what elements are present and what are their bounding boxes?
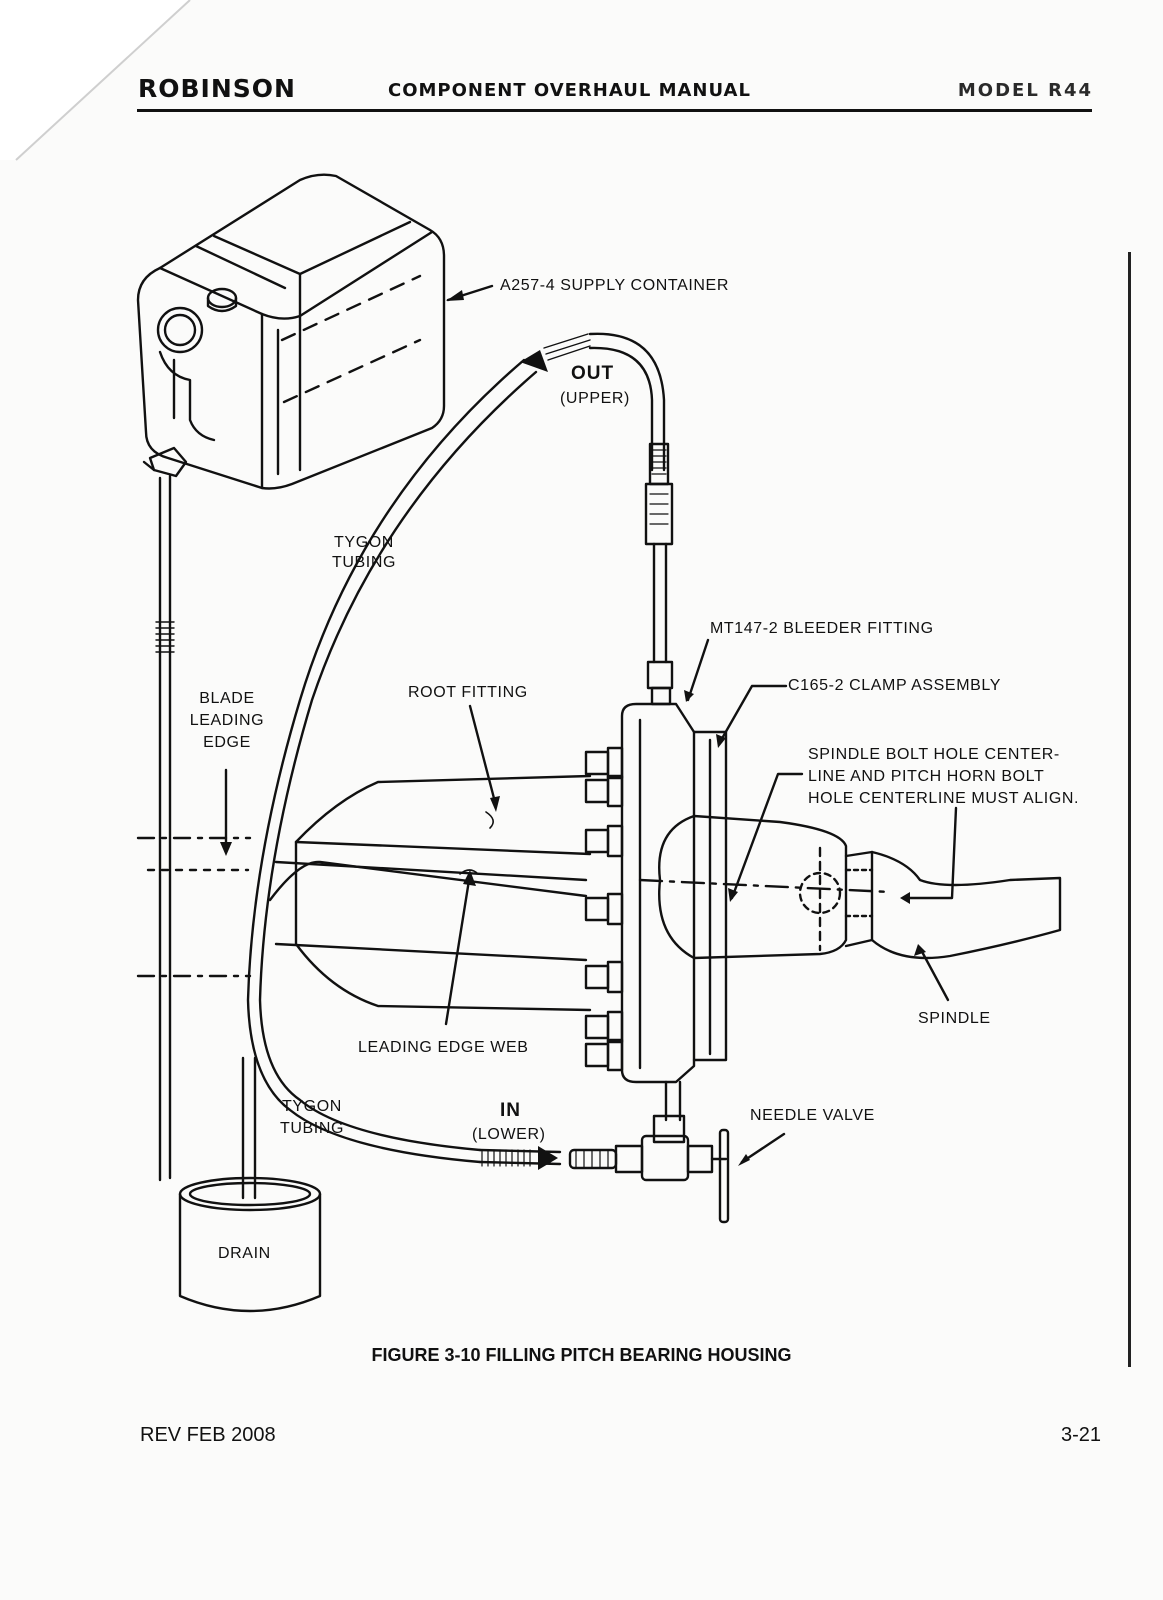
label-bleeder-fitting: MT147-2 BLEEDER FITTING [710,620,934,637]
revision-bar [1128,252,1131,1367]
label-tygon-lower-1: TYGON [282,1098,342,1115]
figure-caption: FIGURE 3-10 FILLING PITCH BEARING HOUSIN… [371,1345,792,1365]
tygon-tube-outer [588,332,666,472]
label-leading-edge-web: LEADING EDGE WEB [358,1039,529,1056]
header-title: COMPONENT OVERHAUL MANUAL [388,80,751,101]
label-out: OUT [571,363,615,384]
label-blade-3: EDGE [203,734,251,751]
label-spindle: SPINDLE [918,1010,991,1027]
label-spindle-note-2: LINE AND PITCH HORN BOLT [808,768,1045,785]
label-tygon-lower-2: TUBING [280,1120,345,1137]
label-out-upper: (UPPER) [560,390,630,407]
label-needle-valve: NEEDLE VALVE [750,1107,875,1124]
header-model: MODEL R44 [957,80,1093,101]
footer-revision: REV FEB 2008 [140,1424,276,1446]
drain-bucket [178,1056,322,1313]
label-supply-container: A257-4 SUPPLY CONTAINER [500,277,729,294]
label-drain: DRAIN [218,1245,271,1262]
label-spindle-note-3: HOLE CENTERLINE MUST ALIGN. [808,790,1080,807]
in-flow-arrow [538,1146,558,1170]
label-in-lower: (LOWER) [472,1126,546,1143]
label-blade-2: LEADING [189,712,265,729]
footer-page-number: 3-21 [1060,1424,1101,1446]
supply-container-drawing [136,173,446,490]
header-brand: ROBINSON [138,74,296,103]
label-clamp-assembly: C165-2 CLAMP ASSEMBLY [788,677,1001,694]
blade-outline [294,774,592,1012]
label-tygon-upper-2: TUBING [331,554,397,571]
pitch-bearing-housing [620,702,1062,1122]
folded-corner [0,0,191,161]
label-blade-1: BLADE [199,690,255,707]
label-spindle-note-1: SPINDLE BOLT HOLE CENTER- [808,746,1060,763]
housing-bolts [584,746,624,1072]
label-tygon-upper-1: TYGON [334,534,394,551]
label-in: IN [500,1100,521,1121]
header-rule [137,109,1092,112]
label-root-fitting: ROOT FITTING [408,684,528,701]
out-flow-arrow [520,350,548,372]
